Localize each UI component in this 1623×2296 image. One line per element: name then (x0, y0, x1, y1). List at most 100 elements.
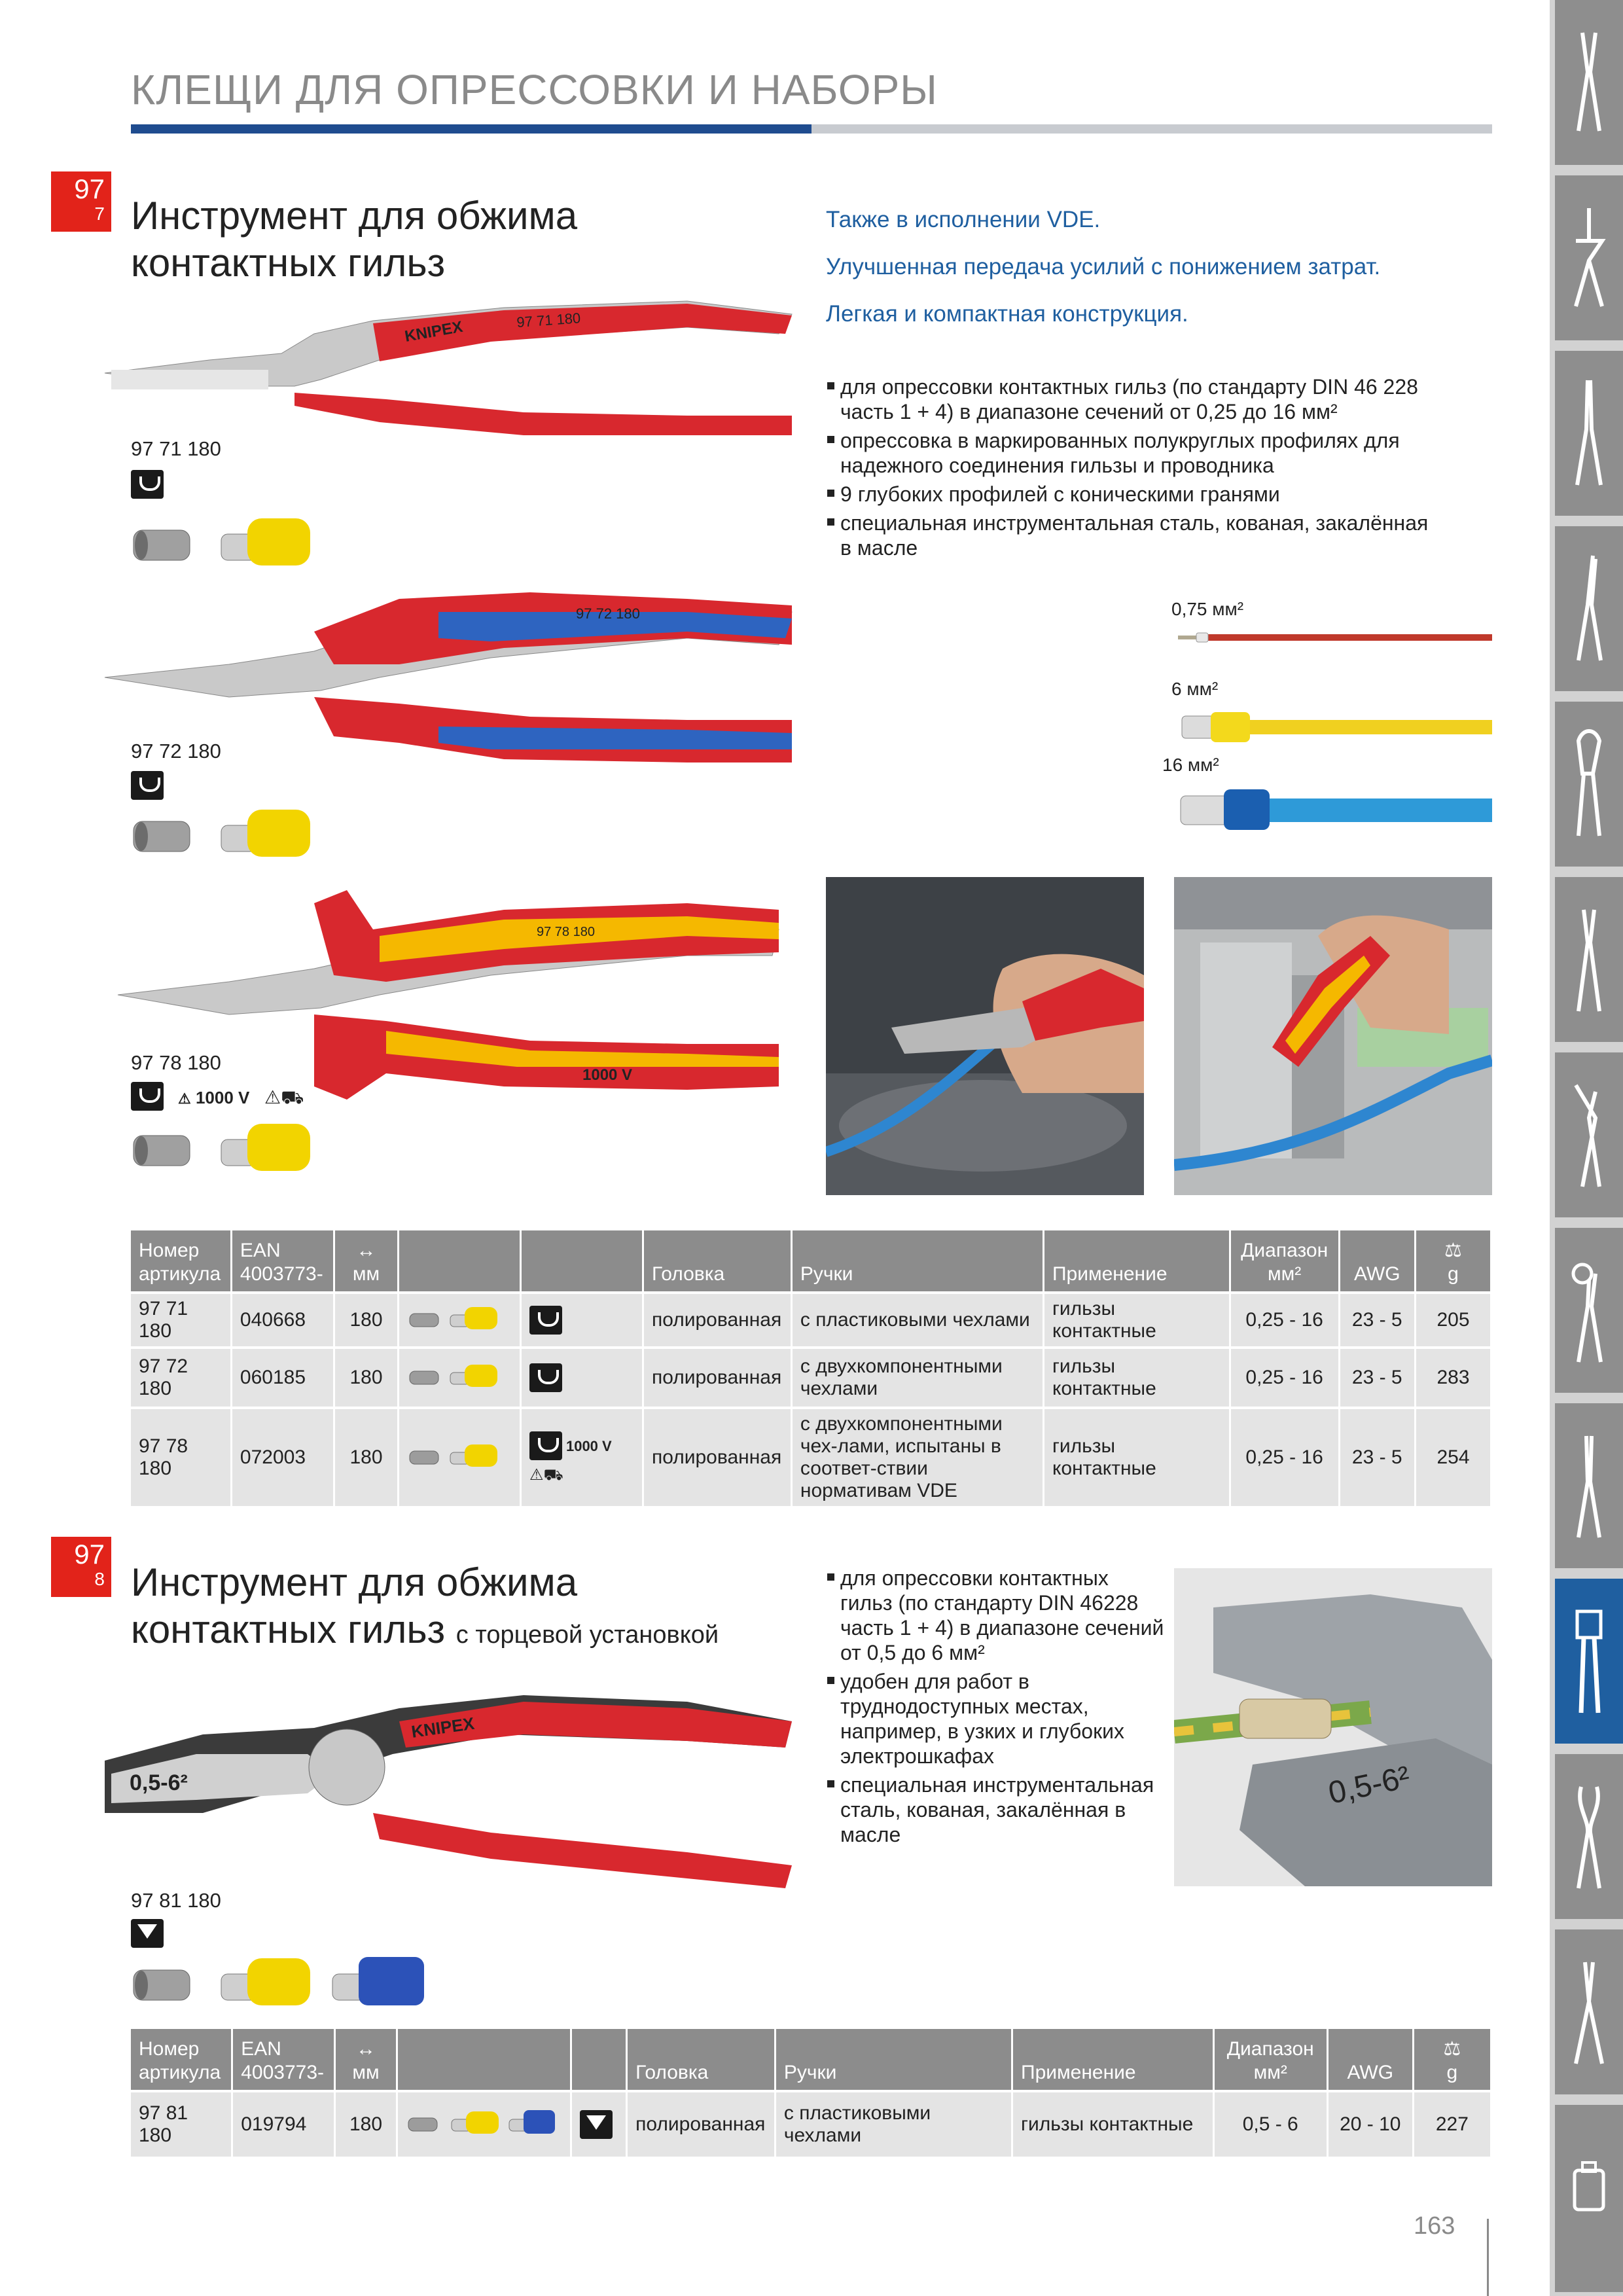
table-row: 97 72 180 060185 180 полированная с двух… (131, 1346, 1492, 1408)
col-header-ferrules (398, 1230, 522, 1293)
section1-bullets: для опрессовки контактных гильз (по стан… (826, 374, 1441, 564)
pliers-97-78-180-image: 1000 V 97 78 180 (117, 890, 779, 1100)
badge-number: 97 (74, 1539, 105, 1570)
product-code-97-81-180: 97 81 180 (131, 1889, 221, 1912)
col-header-article: Номер артикула (131, 2029, 234, 2091)
tool-case-icon (1573, 2161, 1605, 2212)
col-header-length-unit: мм (352, 1263, 380, 1285)
cell-length: 180 (334, 1291, 400, 1348)
cell-length: 180 (334, 1346, 400, 1408)
section1-title-line2: контактных гильз (131, 241, 446, 285)
punch-pliers-icon (1571, 1263, 1603, 1363)
page-header-title: КЛЕЩИ ДЛЯ ОПРЕССОВКИ И НАБОРЫ (131, 66, 938, 113)
sidebar-tab-bent-nose-pliers[interactable] (1555, 526, 1623, 695)
badge-number: 97 (74, 173, 105, 204)
cell-profile (520, 1346, 644, 1408)
col-header-length: ↔мм (334, 1230, 400, 1293)
col-header-use: Применение (1012, 2029, 1215, 2091)
cell-awg: 23 - 5 (1339, 1291, 1417, 1348)
sidebar-tab-crimping-pliers[interactable] (1555, 1579, 1623, 1748)
scales-icon: ⚖ (1443, 2038, 1461, 2060)
stripper-icon (1574, 208, 1606, 307)
cell-length: 180 (334, 2090, 399, 2157)
cell-length: 180 (334, 1407, 400, 1506)
cable-cutters-icon (1577, 1786, 1601, 1889)
wire-label-075: 0,75 мм² (1171, 599, 1244, 619)
sidebar-tab-pincers[interactable] (1555, 702, 1623, 870)
round-profile-icon (131, 771, 164, 800)
cell-handles: с пластиковыми чехлами (775, 2090, 1014, 2157)
cell-range: 0,5 - 6 (1213, 2090, 1329, 2157)
cell-head: полированная (626, 2090, 776, 2157)
triangle-warning-icon: ⚠ (178, 1090, 191, 1107)
sidebar-tab-tool-cases[interactable] (1555, 2105, 1623, 2296)
round-profile-icon (131, 1082, 164, 1111)
cell-head: полированная (643, 1346, 793, 1408)
sidebar-tab-bolt-cutters[interactable] (1555, 1929, 1623, 2098)
col-header-head: Головка (626, 2029, 776, 2091)
cell-ferrules (398, 1346, 522, 1408)
page-number: 163 (1414, 2212, 1455, 2240)
product-code-97-78-180: 97 78 180 (131, 1051, 221, 1074)
ferrules-triple-icon (133, 1957, 424, 2005)
sidebar-tab-long-nose-pliers[interactable] (1555, 351, 1623, 520)
cell-article: 97 72 180 (131, 1346, 232, 1408)
badge-subnumber: 8 (94, 1569, 105, 1589)
sidebar-tab-punch-pliers[interactable] (1555, 1228, 1623, 1397)
circlip-pliers-icon (1577, 1435, 1601, 1538)
ferrules-pair-icon (133, 518, 310, 565)
product-code-97-71-180: 97 71 180 (131, 437, 221, 460)
cell-weight: 205 (1415, 1291, 1492, 1348)
crimping-pliers-icon (1575, 1609, 1603, 1713)
sidebar-tab-stripping-pliers[interactable] (1555, 175, 1623, 344)
cell-profile (520, 1291, 644, 1348)
ferrules-small-icon (408, 2110, 556, 2134)
section-badge-97-7: 97 7 (51, 171, 111, 232)
lead-line: Также в исполнении VDE. (826, 207, 1101, 232)
section2-title-line2: контактных гильз (131, 1607, 446, 1651)
col-header-ferrules (397, 2029, 572, 2091)
bullet-item: 9 глубоких профилей с коническими граням… (826, 482, 1441, 507)
cell-ferrules (398, 1291, 522, 1348)
pliers-97-71-180-image: KNIPEX 97 71 180 (104, 300, 793, 435)
pliers-vde-text: 1000 V (582, 1066, 632, 1084)
cell-awg: 23 - 5 (1339, 1346, 1417, 1408)
cell-head: полированная (643, 1291, 793, 1348)
bent-nose-pliers-icon (1577, 555, 1603, 661)
col-header-handles: Ручки (791, 1230, 1044, 1293)
ferrules-small-icon (409, 1444, 498, 1467)
sidebar-tab-water-pump-pliers[interactable] (1555, 1052, 1623, 1221)
wire-6-image (1181, 712, 1492, 742)
section2-title: Инструмент для обжима контактных гильз с… (131, 1559, 719, 1659)
insulation-tested-icon: ⚠⛟ (264, 1087, 304, 1107)
header-rule-blue (131, 124, 812, 134)
col-header-article: Номер артикула (131, 1230, 232, 1293)
pliers-97-81-180-image: 0,5-6² KNIPEX (105, 1695, 792, 1888)
water-pump-pliers-icon (1574, 1084, 1601, 1187)
pliers-icon (1577, 32, 1601, 132)
sidebar-tab-circlip-pliers[interactable] (1555, 1403, 1623, 1572)
length-arrows-icon: ↔ (356, 1240, 376, 1261)
section2-title-sub: с торцевой установкой (455, 1621, 719, 1649)
section1-title: Инструмент для обжима контактных гильз (131, 192, 577, 287)
spec-table-section1: Номер артикула EAN 4003773- ↔мм Головка … (131, 1230, 1492, 1506)
cell-profile: 1000 V ⚠⛟ (520, 1407, 644, 1506)
col-header-awg: AWG (1327, 2029, 1414, 2091)
page-number-rule (1487, 2219, 1489, 2296)
wire-075-image (1178, 632, 1492, 643)
round-profile-icon (529, 1306, 562, 1335)
sidebar-tab-cable-cutters[interactable] (1555, 1754, 1623, 1923)
length-arrows-icon: ↔ (356, 2038, 376, 2060)
cell-weight: 254 (1415, 1407, 1492, 1506)
scales-icon: ⚖ (1444, 1240, 1462, 1261)
sidebar-tab-side-cutters[interactable] (1555, 877, 1623, 1046)
col-header-weight-unit: g (1448, 1263, 1459, 1285)
vde-1000v-mark: ⚠ 1000 V (178, 1088, 249, 1108)
spec-table-section2: Номер артикула EAN 4003773- ↔мм Головка … (131, 2029, 1493, 2157)
cell-range: 0,25 - 16 (1230, 1407, 1340, 1506)
cell-article: 97 71 180 (131, 1291, 232, 1348)
cell-ean: 072003 (231, 1407, 335, 1506)
cell-awg: 23 - 5 (1339, 1407, 1417, 1506)
pliers-handle-code: 97 78 180 (537, 925, 595, 939)
sidebar-tab-pliers[interactable] (1555, 0, 1623, 169)
